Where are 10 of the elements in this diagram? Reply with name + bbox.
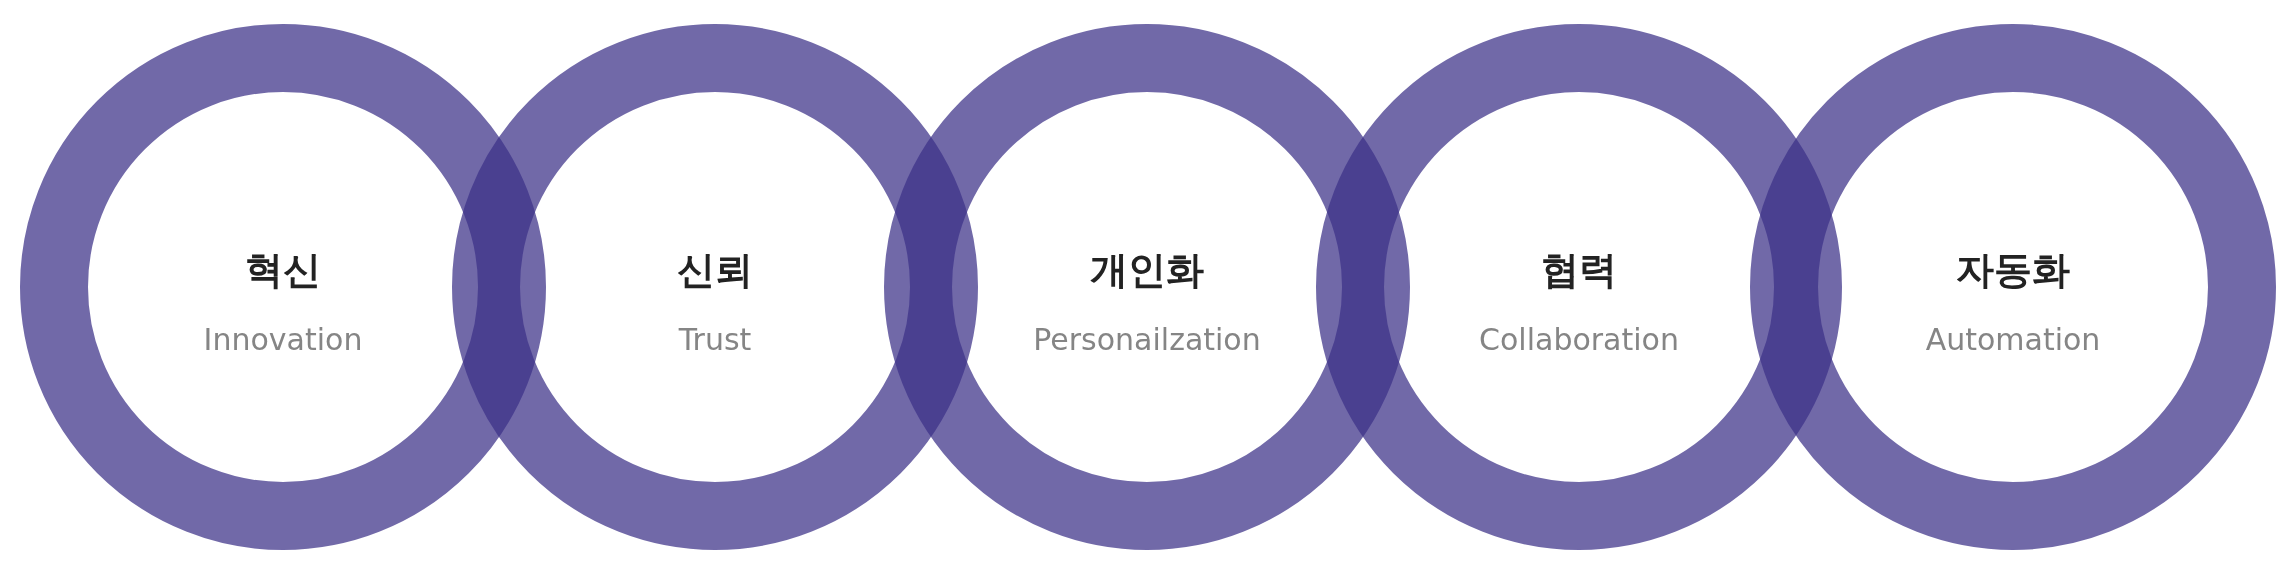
circle-subtitle: Personailzation xyxy=(1033,321,1261,359)
circle-title: 협력 xyxy=(1541,247,1617,294)
circle-subtitle: Collaboration xyxy=(1479,321,1679,359)
circle-title: 개인화 xyxy=(1090,247,1204,294)
circle-subtitle: Innovation xyxy=(203,321,363,359)
circle-subtitle: Trust xyxy=(678,321,752,359)
circle-subtitle: Automation xyxy=(1925,321,2101,359)
circle-title: 신뢰 xyxy=(677,247,753,294)
circle-title: 혁신 xyxy=(245,247,321,294)
circle-title: 자동화 xyxy=(1956,247,2070,294)
